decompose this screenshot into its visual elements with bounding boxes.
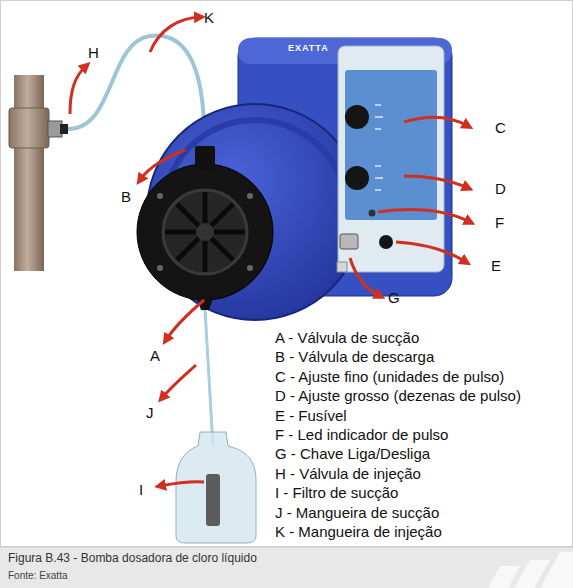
- figure-caption: Figura B.43 - Bomba dosadora de cloro lí…: [8, 551, 257, 565]
- legend-item: A - Válvula de sucção: [275, 329, 419, 347]
- callout-letter: A: [150, 347, 160, 365]
- legend-item: H - Válvula de injeção: [275, 465, 421, 483]
- legend-item: C - Ajuste fino (unidades de pulso): [275, 368, 504, 386]
- callout-letter: D: [495, 180, 506, 198]
- callout-letter: B: [121, 188, 131, 206]
- callout-letter: C: [495, 119, 506, 137]
- pipe: [9, 75, 68, 271]
- callout-letter: J: [146, 404, 154, 422]
- caption-rule: [0, 547, 573, 548]
- legend-item: D - Ajuste grosso (dezenas de pulso): [275, 387, 521, 405]
- callout-arrows: [70, 17, 470, 486]
- legend-item: E - Fusível: [275, 407, 347, 425]
- legend-item: J - Mangueira de sucção: [275, 504, 439, 522]
- callout-letter: G: [388, 289, 400, 307]
- band-decoration: [488, 552, 573, 588]
- brand-text: EXATTA: [288, 43, 329, 54]
- callout-letter: K: [204, 9, 214, 27]
- callout-letter: E: [491, 257, 501, 275]
- source-note: Fonte: Exatta: [8, 570, 67, 582]
- callout-letter: H: [88, 44, 99, 62]
- legend-item: K - Mangueira de injeção: [275, 523, 442, 541]
- callout-letter: F: [495, 214, 504, 232]
- suction-filter: [206, 474, 220, 526]
- bottle: [176, 432, 256, 543]
- pump-head: [137, 146, 273, 310]
- legend-item: B - Válvula de descarga: [275, 348, 434, 366]
- frame: [1, 1, 573, 547]
- callout-letter: I: [139, 481, 143, 499]
- legend-item: I - Filtro de sucção: [275, 484, 398, 502]
- legend-item: G - Chave Liga/Desliga: [275, 445, 430, 463]
- suction-hose: [205, 310, 213, 446]
- caption-band: [0, 547, 573, 588]
- legend-item: F - Led indicador de pulso: [275, 426, 448, 444]
